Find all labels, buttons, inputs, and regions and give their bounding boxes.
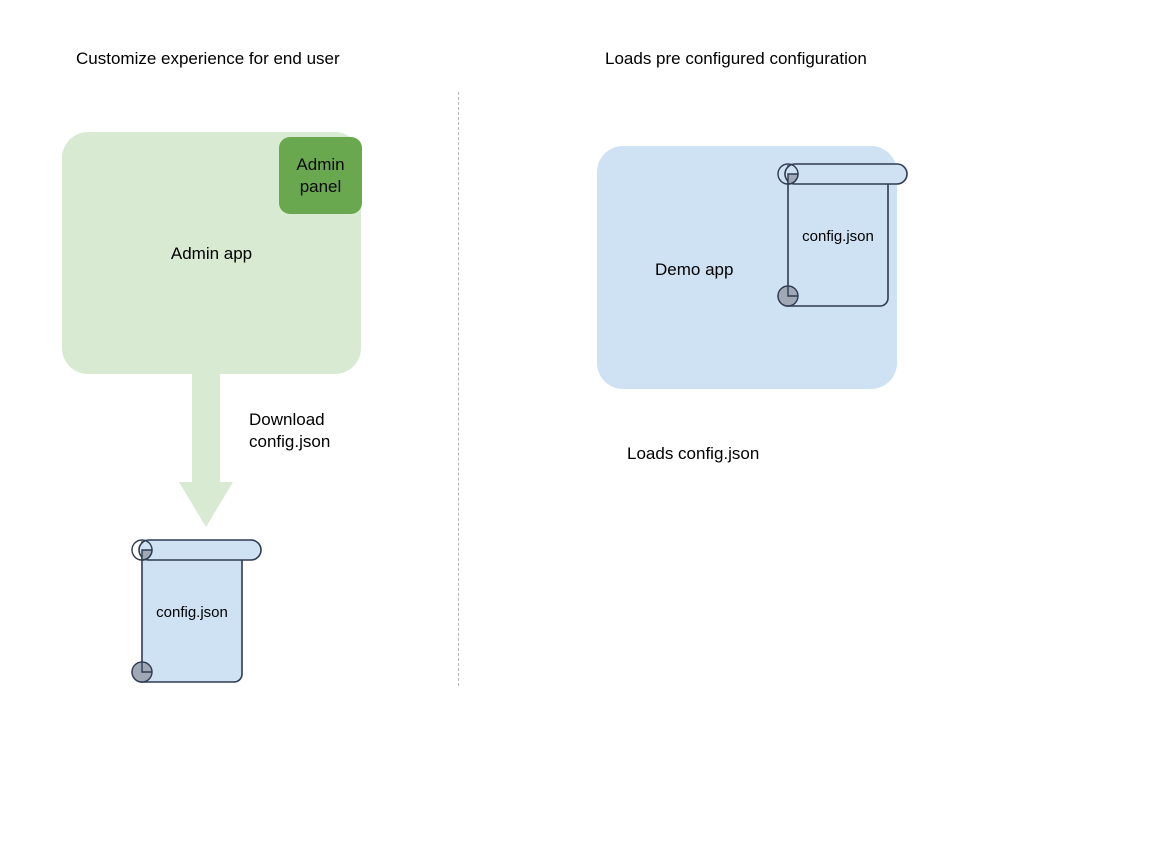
config-json-label-right: config.json <box>802 228 874 245</box>
left-panel-title: Customize experience for end user <box>76 49 340 68</box>
config-json-label-left: config.json <box>156 604 228 621</box>
download-arrow-label-line2: config.json <box>249 432 331 451</box>
admin-app-label: Admin app <box>170 244 253 263</box>
loads-config-caption: Loads config.json <box>627 444 760 463</box>
right-panel-title: Loads pre configured configuration <box>605 49 867 68</box>
download-arrow-label-line1: Download <box>249 410 325 429</box>
scroll-document-icon <box>131 539 262 683</box>
admin-panel-badge-line1: Admin <box>296 154 345 174</box>
demo-app-label: Demo app <box>655 260 734 279</box>
admin-panel-badge-line2: panel <box>299 176 342 196</box>
config-json-document-right[interactable]: config.json <box>766 152 912 314</box>
download-arrow-label: Download config.json <box>249 409 330 453</box>
scroll-document-icon <box>777 163 908 307</box>
download-arrow <box>178 370 234 528</box>
admin-panel-badge[interactable]: Admin panel <box>279 137 362 214</box>
download-arrow-icon <box>179 370 233 527</box>
config-json-document-left[interactable]: config.json <box>120 528 266 690</box>
panel-divider <box>458 92 459 686</box>
